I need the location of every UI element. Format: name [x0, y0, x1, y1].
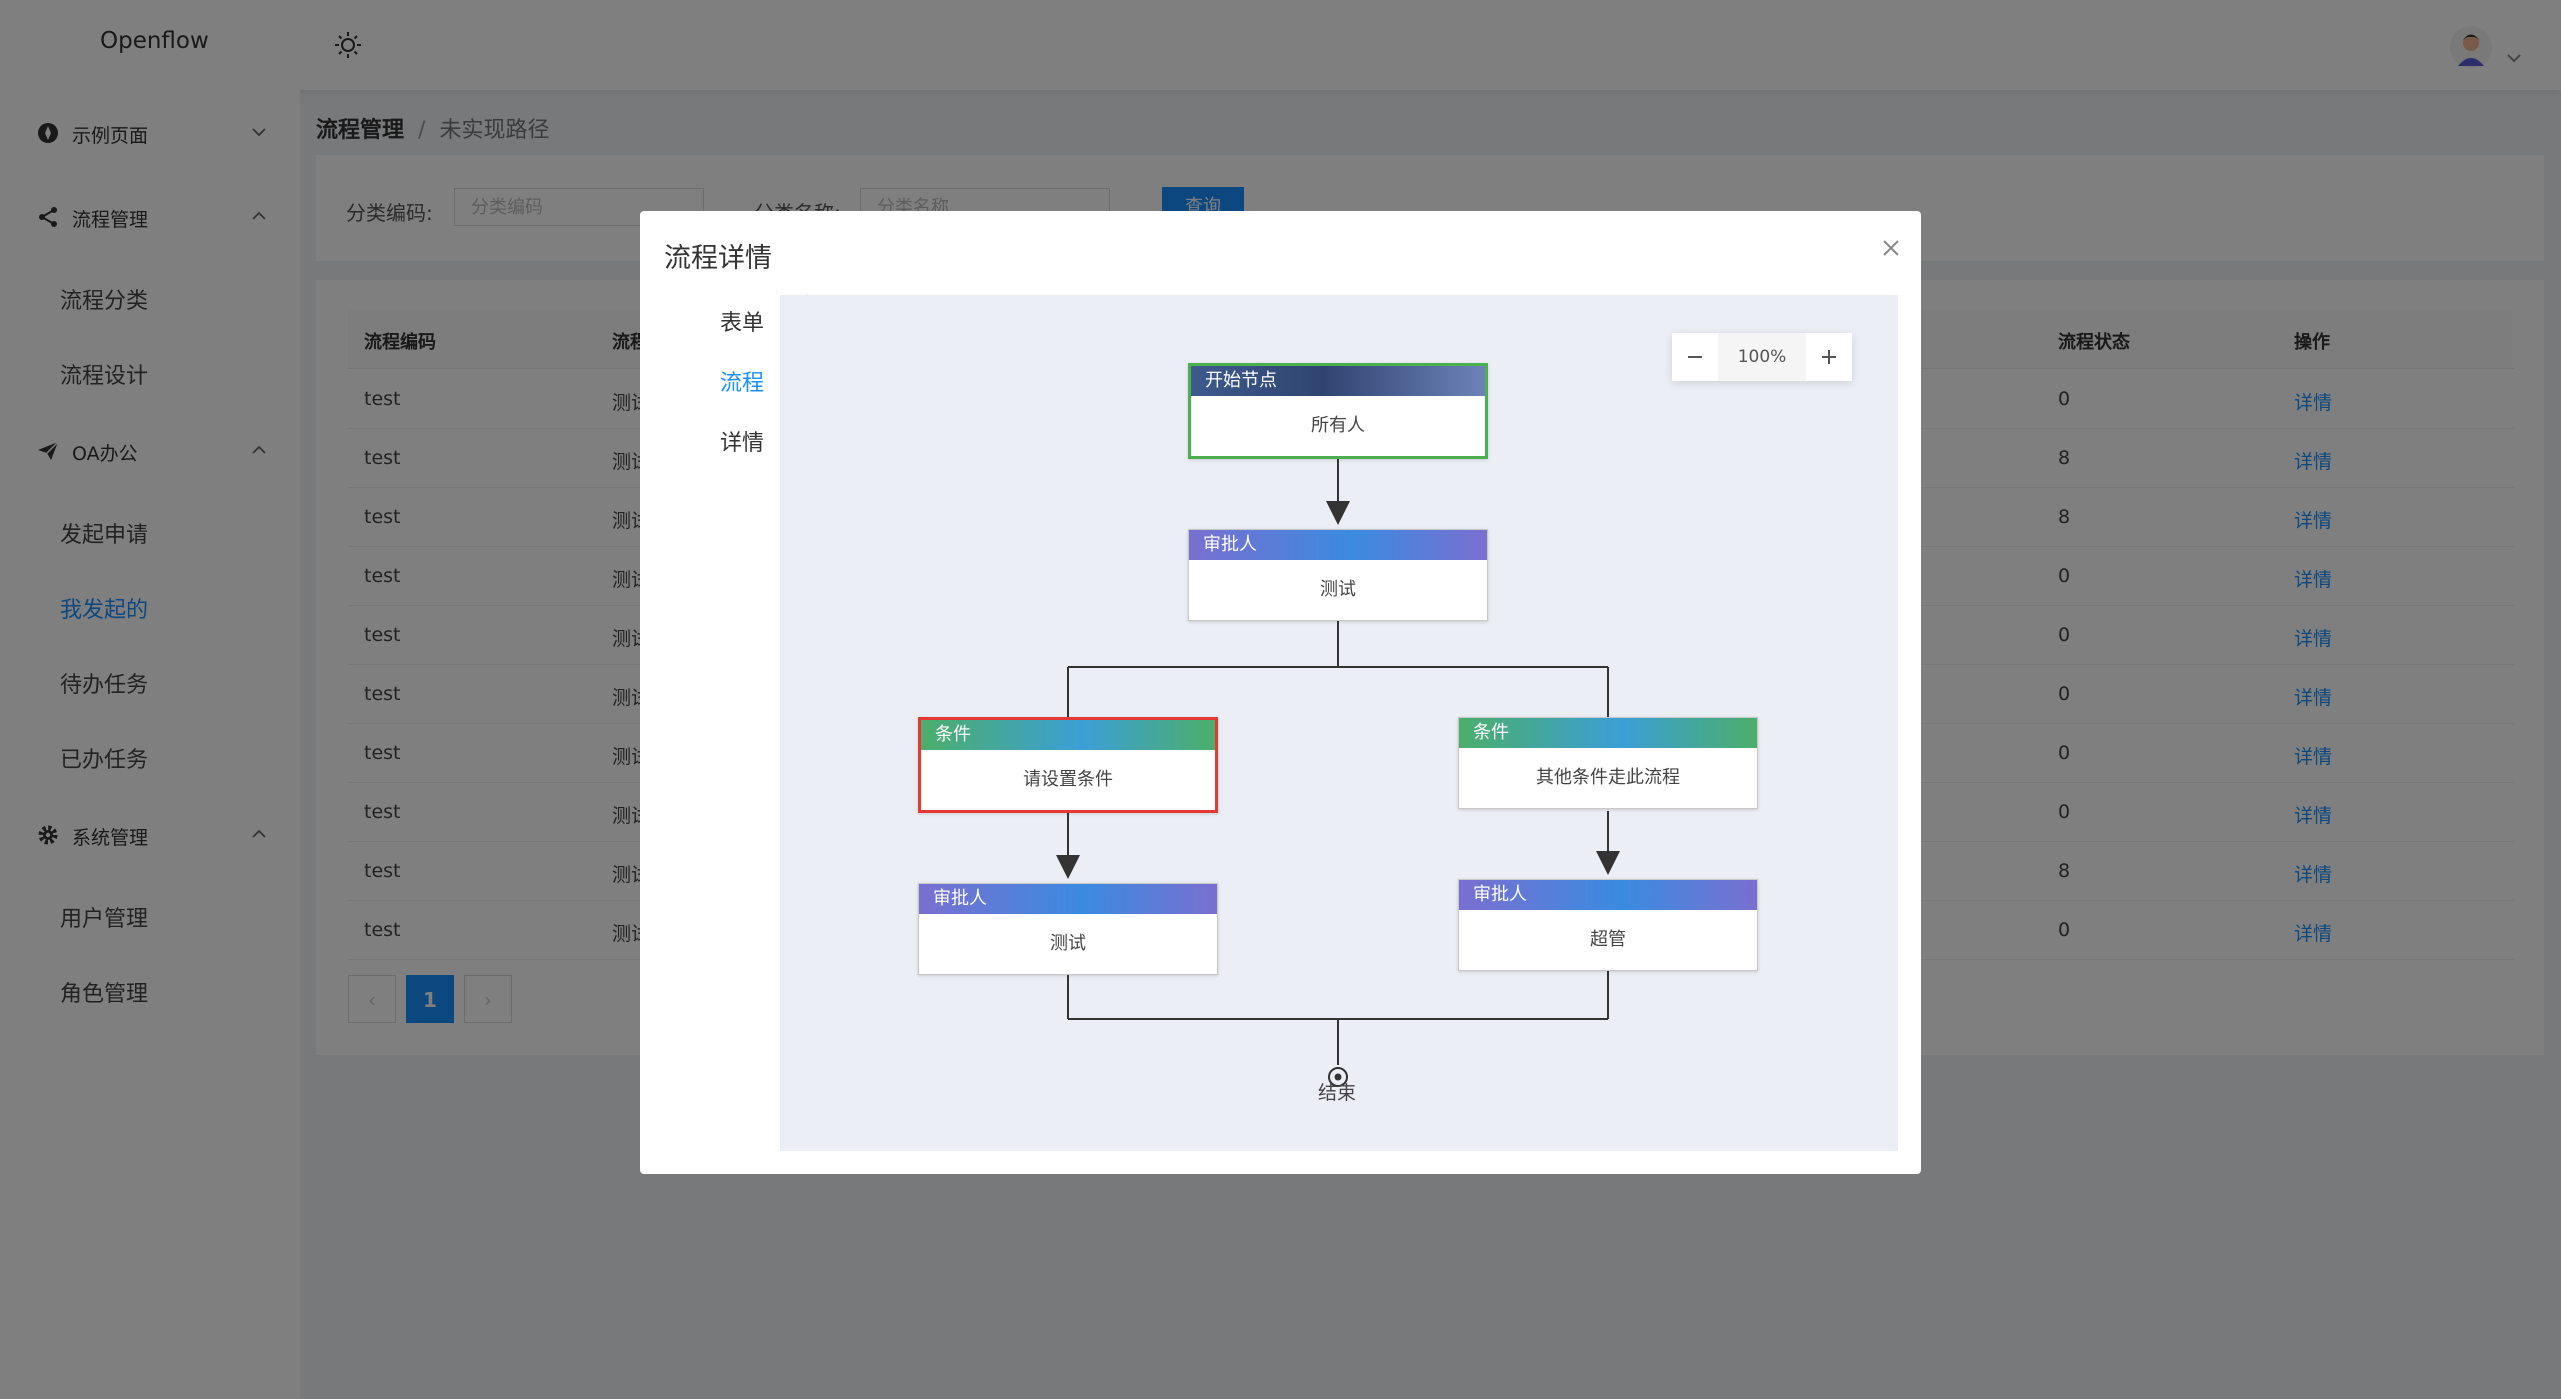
tab-form[interactable]: 表单 — [719, 311, 764, 336]
process-detail-modal: 流程详情 表单 流程 详情 — [640, 211, 1921, 1174]
approver-node-left[interactable]: 审批人 测试 — [918, 883, 1218, 975]
modal-title: 流程详情 — [664, 243, 772, 274]
zoom-out-button[interactable] — [1672, 333, 1718, 381]
node-header: 开始节点 — [1191, 366, 1485, 396]
node-body: 所有人 — [1311, 415, 1365, 436]
tab-process[interactable]: 流程 — [719, 371, 764, 396]
approver-node[interactable]: 审批人 测试 — [1188, 529, 1488, 621]
zoom-level: 100% — [1718, 333, 1806, 381]
zoom-in-button[interactable] — [1806, 333, 1852, 381]
node-body: 测试 — [1050, 933, 1086, 954]
flow-canvas[interactable]: 100% 开始节点 所有人 审批人 测试 条件 请设置条件 条件 其他条件走此流… — [780, 295, 1898, 1151]
condition-node-left[interactable]: 条件 请设置条件 — [918, 717, 1218, 813]
node-header: 审批人 — [919, 884, 1217, 914]
close-icon[interactable] — [1876, 233, 1906, 263]
start-node[interactable]: 开始节点 所有人 — [1188, 363, 1488, 459]
node-header: 审批人 — [1459, 880, 1757, 910]
end-node-label: 结束 — [1318, 1082, 1357, 1104]
node-header: 条件 — [921, 720, 1215, 750]
node-body: 其他条件走此流程 — [1536, 767, 1680, 788]
condition-node-right[interactable]: 条件 其他条件走此流程 — [1458, 717, 1758, 809]
node-header: 审批人 — [1189, 530, 1487, 560]
approver-node-right[interactable]: 审批人 超管 — [1458, 879, 1758, 971]
node-body: 请设置条件 — [1023, 769, 1113, 790]
zoom-control: 100% — [1672, 333, 1852, 381]
tab-details[interactable]: 详情 — [719, 431, 764, 456]
node-body: 超管 — [1590, 929, 1626, 950]
flow-connectors — [1056, 457, 1620, 1087]
node-header: 条件 — [1459, 718, 1757, 748]
node-body: 测试 — [1320, 579, 1356, 600]
